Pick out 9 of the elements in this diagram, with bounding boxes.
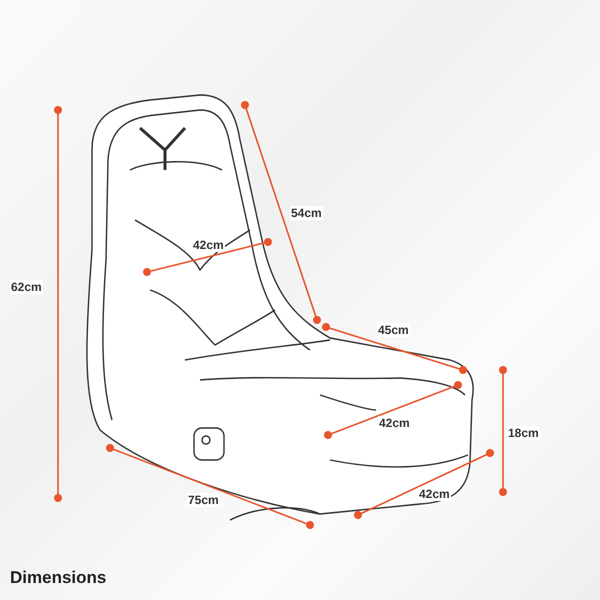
dimension-label: 42cm — [192, 238, 225, 252]
dimension-label: 45cm — [377, 323, 410, 337]
dimension-label: 42cm — [378, 416, 411, 430]
dimension-label: 54cm — [290, 206, 323, 220]
dimension-label: 18cm — [507, 426, 540, 440]
caption: Dimensions — [10, 568, 106, 588]
dimension-label: 75cm — [187, 493, 220, 507]
dimension-label: 42cm — [418, 487, 451, 501]
dimension-label: 62cm — [10, 280, 43, 294]
